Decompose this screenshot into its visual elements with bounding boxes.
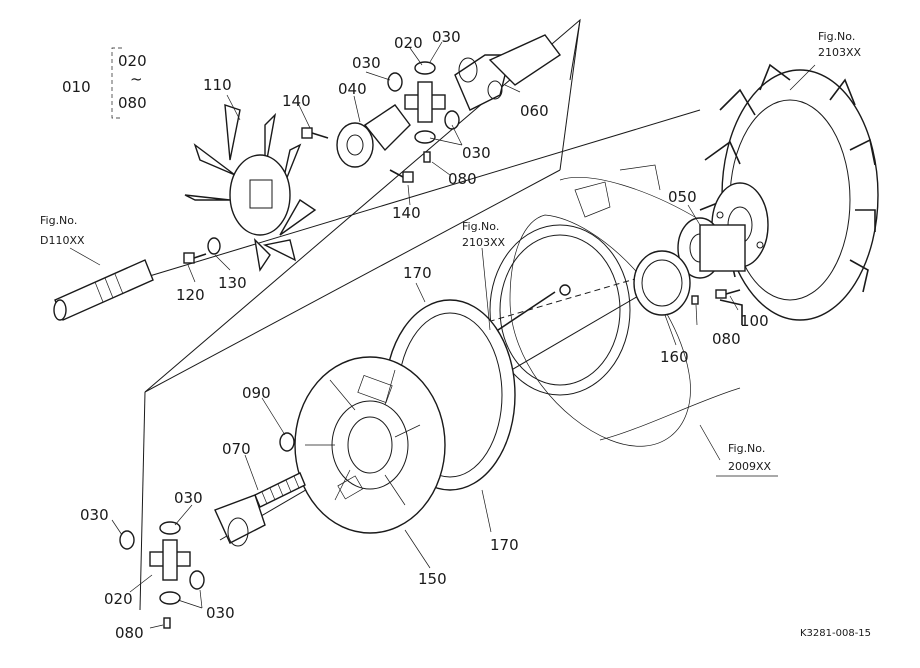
label-range-sep: ~ xyxy=(130,70,143,88)
part-080-nipple-right xyxy=(691,295,699,305)
part-130-washer xyxy=(207,237,221,255)
fig-ref-code-bottom-right: 2009XX xyxy=(728,460,772,473)
part-140-bolt-lower xyxy=(389,169,414,183)
label-030-f: 030 xyxy=(206,604,235,622)
label-170-top: 170 xyxy=(403,264,432,282)
fig-ref-code-left: D110XX xyxy=(40,234,85,247)
set-bracket xyxy=(111,47,122,119)
label-070: 070 xyxy=(222,440,251,458)
part-100-bolt xyxy=(715,289,741,299)
part-160-seal xyxy=(633,250,691,316)
label-080-b: 080 xyxy=(712,330,741,348)
label-080-range-end: 080 xyxy=(118,94,147,112)
flywheel-fan xyxy=(699,63,879,325)
input-shaft xyxy=(53,259,154,321)
label-030-b: 030 xyxy=(432,28,461,46)
leader-lines xyxy=(69,41,816,629)
label-010: 010 xyxy=(62,78,91,96)
figure-references: Fig.No. 2103XX Fig.No. D110XX Fig.No. 21… xyxy=(40,30,862,473)
label-100: 100 xyxy=(740,312,769,330)
fig-ref-code-middle: 2103XX xyxy=(462,236,506,249)
drawing-code: K3281-008-15 xyxy=(800,628,871,639)
label-140-upper: 140 xyxy=(282,92,311,110)
label-020-range-start: 020 xyxy=(118,52,147,70)
label-030-a: 030 xyxy=(352,54,381,72)
label-030-c: 030 xyxy=(462,144,491,162)
label-120: 120 xyxy=(176,286,205,304)
fig-ref-code-top-right: 2103XX xyxy=(818,46,862,59)
label-140-lower: 140 xyxy=(392,204,421,222)
part-150-disc xyxy=(294,356,446,534)
part-110-fan xyxy=(184,103,317,272)
label-150: 150 xyxy=(418,570,447,588)
label-030-d: 030 xyxy=(174,489,203,507)
fig-ref-label-top-right: Fig.No. xyxy=(818,30,855,43)
label-160: 160 xyxy=(660,348,689,366)
label-030-e: 030 xyxy=(80,506,109,524)
part-050-hub xyxy=(677,217,746,279)
label-020-top: 020 xyxy=(394,34,423,52)
part-140-bolt-upper xyxy=(301,127,329,139)
fig-ref-label-middle: Fig.No. xyxy=(462,220,499,233)
label-170-bottom: 170 xyxy=(490,536,519,554)
label-080-a: 080 xyxy=(448,170,477,188)
label-060: 060 xyxy=(520,102,549,120)
part-labels: 010 020 ~ 080 110 140 040 030 020 030 06… xyxy=(62,28,769,642)
part-120-bolt xyxy=(183,252,207,264)
fig-ref-label-bottom-right: Fig.No. xyxy=(728,442,765,455)
part-090-nut xyxy=(279,432,295,452)
upper-u-joint xyxy=(387,61,460,163)
part-070-shaft xyxy=(214,472,306,547)
label-130: 130 xyxy=(218,274,247,292)
part-040-yoke xyxy=(336,104,411,168)
lower-u-joint xyxy=(119,521,205,629)
fig-ref-label-left: Fig.No. xyxy=(40,214,77,227)
label-110: 110 xyxy=(203,76,232,94)
label-080-c: 080 xyxy=(115,624,144,642)
part-060-yoke xyxy=(454,34,562,111)
label-090: 090 xyxy=(242,384,271,402)
label-050: 050 xyxy=(668,188,697,206)
label-020-bottom: 020 xyxy=(104,590,133,608)
label-040: 040 xyxy=(338,80,367,98)
